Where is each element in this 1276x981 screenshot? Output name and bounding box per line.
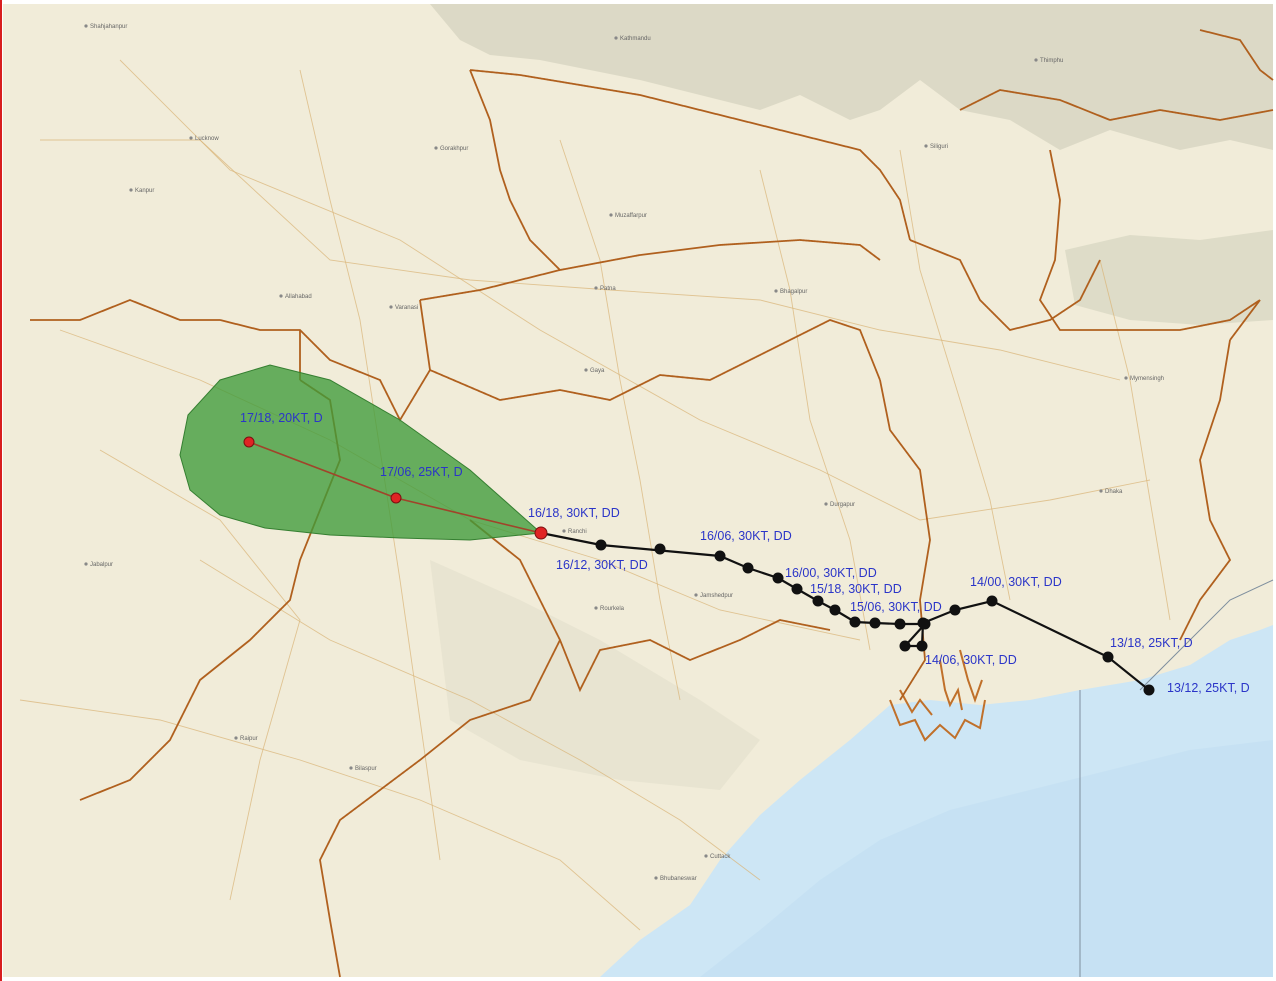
observed-point-p14-00[interactable] <box>986 595 998 607</box>
place-dot <box>614 36 618 40</box>
place-label: Siliguri <box>930 144 948 150</box>
observed-point-p14-18[interactable] <box>894 618 906 630</box>
place-label: Bhagalpur <box>780 289 807 295</box>
place-dot <box>189 136 193 140</box>
observed-point-p16-06[interactable] <box>654 543 666 555</box>
forecast-point-f16-18[interactable] <box>534 526 548 540</box>
observed-point-p13-18[interactable] <box>1102 651 1114 663</box>
observed-label-p16-00: 16/00, 30KT, DD <box>785 566 877 580</box>
place-dot <box>924 144 928 148</box>
chota-nagpur-relief <box>430 560 760 790</box>
place-label: Bhubaneswar <box>660 876 697 882</box>
himalaya-relief <box>430 4 1273 150</box>
bay-of-bengal-deep <box>700 740 1273 977</box>
place-dot <box>594 606 598 610</box>
observed-point-p15-18[interactable] <box>772 572 784 584</box>
forecast-point-f17-18[interactable] <box>243 436 255 448</box>
forecast-point-f17-06[interactable] <box>390 492 402 504</box>
observed-label-p16-06: 16/06, 30KT, DD <box>700 529 792 543</box>
place-dot <box>234 736 238 740</box>
place-label: Allahabad <box>285 294 312 300</box>
observed-point-p16-03[interactable] <box>714 550 726 562</box>
place-label: Cuttack <box>710 854 731 860</box>
place-dot <box>84 562 88 566</box>
place-label: Jabalpur <box>90 562 113 568</box>
place-dot <box>584 368 588 372</box>
observed-point-p13-12[interactable] <box>1143 684 1155 696</box>
place-dot <box>609 213 613 217</box>
place-dot <box>84 24 88 28</box>
place-label: Patna <box>600 286 616 292</box>
observed-label-p14-06: 14/06, 30KT, DD <box>925 653 1017 667</box>
observed-point-p16-12[interactable] <box>595 539 607 551</box>
place-label: Gorakhpur <box>440 146 468 152</box>
place-dot <box>434 146 438 150</box>
observed-point-p15-03[interactable] <box>849 616 861 628</box>
place-dot <box>774 289 778 293</box>
place-label: Ranchi <box>568 529 587 535</box>
place-label: Kathmandu <box>620 36 651 42</box>
observed-point-p15-12[interactable] <box>791 583 803 595</box>
place-label: Gaya <box>590 368 605 374</box>
place-dot <box>562 529 566 533</box>
observed-point-p16-00[interactable] <box>742 562 754 574</box>
place-dot <box>279 294 283 298</box>
place-label: Kanpur <box>135 188 154 194</box>
place-dot <box>694 593 698 597</box>
place-dot <box>1124 376 1128 380</box>
observed-point-p14-12[interactable] <box>899 640 911 652</box>
place-dot <box>389 305 393 309</box>
observed-label-p13-18: 13/18, 25KT, D <box>1110 636 1193 650</box>
observed-label-p15-18: 15/18, 30KT, DD <box>810 582 902 596</box>
observed-point-p14-09[interactable] <box>916 640 928 652</box>
place-label: Raipur <box>240 736 258 742</box>
place-dot <box>129 188 133 192</box>
place-dot <box>824 502 828 506</box>
place-dot <box>654 876 658 880</box>
meghalaya-relief <box>1065 230 1273 325</box>
place-label: Dhaka <box>1105 489 1123 495</box>
place-label: Durgapur <box>830 502 855 508</box>
observed-label-p14-00: 14/00, 30KT, DD <box>970 575 1062 589</box>
place-label: Lucknow <box>195 136 219 142</box>
sundarbans-delta <box>889 649 986 742</box>
observed-point-p15-09[interactable] <box>812 595 824 607</box>
place-label: Thimphu <box>1040 58 1063 64</box>
place-label: Bilaspur <box>355 766 377 772</box>
observed-label-p16-12: 16/12, 30KT, DD <box>556 558 648 572</box>
place-labels: ShahjahanpurLucknowKanpurAllahabadVarana… <box>84 24 1164 882</box>
place-label: Muzaffarpur <box>615 213 647 219</box>
place-dot <box>704 854 708 858</box>
place-dot <box>1034 58 1038 62</box>
observed-label-p15-06: 15/06, 30KT, DD <box>850 600 942 614</box>
place-dot <box>349 766 353 770</box>
place-label: Jamshedpur <box>700 593 733 599</box>
observed-point-p15-06[interactable] <box>829 604 841 616</box>
observed-point-p14-03[interactable] <box>949 604 961 616</box>
forecast-label-f17-18: 17/18, 20KT, D <box>240 411 323 425</box>
forecast-label-f17-06: 17/06, 25KT, D <box>380 465 463 479</box>
place-label: Varanasi <box>395 305 418 311</box>
observed-point-p15-00[interactable] <box>869 617 881 629</box>
observed-point-p14-15[interactable] <box>919 618 931 630</box>
forecast-label-f16-18: 16/18, 30KT, DD <box>528 506 620 520</box>
place-label: Shahjahanpur <box>90 24 127 30</box>
place-dot <box>1099 489 1103 493</box>
place-label: Rourkela <box>600 606 625 612</box>
place-label: Mymensingh <box>1130 376 1164 382</box>
observed-label-p13-12: 13/12, 25KT, D <box>1167 681 1250 695</box>
place-dot <box>594 286 598 290</box>
maritime-boundary-2 <box>1139 579 1274 691</box>
forecast-cone <box>179 364 543 541</box>
